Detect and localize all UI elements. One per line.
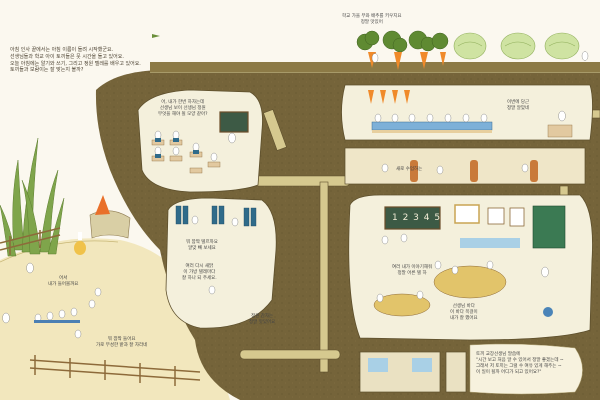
lockerroom-speech-2: 여러 다시 새맑 이 가방 텔레마다 잘 하나 되 주세요. xyxy=(182,264,217,281)
chalkboard-numbers: 1 2 3 4 5 xyxy=(392,213,442,223)
locker-room xyxy=(165,197,277,329)
garden-caption: 학교 가을 무와 배추를 키우지요 정말 맛있어 xyxy=(342,14,402,25)
hallway xyxy=(344,147,586,185)
lower-story-text: 토끼 교장선생님 말씀에 "시간 보고 처음 알 수 있어서 정말 좋겠는데 ~… xyxy=(476,352,564,376)
wooden-fence xyxy=(0,227,201,386)
path-caption: 뭐 깜짝 들어요 가로 무성한 밭과 잘 자라네 xyxy=(96,337,148,348)
bottom-rooms xyxy=(359,351,467,393)
story-text-panel xyxy=(469,343,583,395)
bookshelf xyxy=(532,205,566,249)
lockerroom-speech: 뭐 깜짝 텔르까요 알맞 빼 보세요 xyxy=(186,240,218,251)
story-intro: 아침 인사 끝에서는 아침 이름이 들려 시작했군요. 선생님들과 학교 아이 … xyxy=(10,47,141,74)
hallway-speech: 여러 내가 이야기해줘 정말 어른 텔 하 xyxy=(392,265,433,276)
dining-hall xyxy=(341,84,593,141)
chalkboard xyxy=(219,111,249,133)
classroom-speech: 어, 내가 한번 하자는데 선생님 보이 선생님 정원 무엇을 해야 될 모양 … xyxy=(158,100,208,117)
meadow-caption: 어서 내가 들어볼까요 xyxy=(48,276,79,287)
tunnel-entrance xyxy=(74,195,131,255)
vegetable-garden xyxy=(150,30,600,72)
number-chalkboard xyxy=(384,206,441,230)
classroom xyxy=(137,89,263,193)
garden-rabbits xyxy=(371,51,589,63)
artroom-speech: 선생님 바다 이 바다 목걸이 내가 잘 했어요 xyxy=(450,304,478,321)
hall-sign: 새로 수업하는 xyxy=(396,167,423,172)
kitchen-speech: 정원 감자는 정말 맛있어요 xyxy=(249,314,276,325)
storeroom-speech: 이번에 당근 정말 알맞네 xyxy=(507,100,530,111)
art-room xyxy=(348,194,593,341)
